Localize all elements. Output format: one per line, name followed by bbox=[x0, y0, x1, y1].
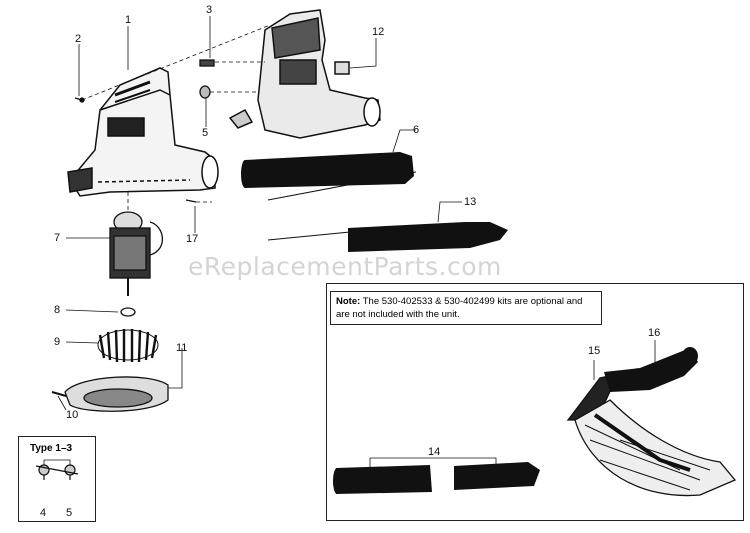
callout-2: 2 bbox=[75, 33, 82, 45]
callout-12: 12 bbox=[372, 26, 385, 38]
leader-lines bbox=[43, 16, 656, 470]
callout-3: 3 bbox=[206, 4, 213, 16]
assembly-lines bbox=[81, 24, 271, 212]
optional-kit-panel bbox=[326, 283, 744, 521]
type-1-3-parts bbox=[35, 464, 79, 480]
callout-13: 13 bbox=[464, 196, 477, 208]
collection-bag bbox=[566, 373, 737, 497]
callout-5: 5 bbox=[202, 127, 209, 139]
callout-17: 17 bbox=[186, 233, 199, 245]
callout-1: 1 bbox=[125, 14, 132, 26]
callout-7: 7 bbox=[54, 232, 61, 244]
blower-housing-right bbox=[228, 9, 381, 139]
note-prefix: Note: bbox=[336, 296, 361, 307]
impeller-cover bbox=[64, 376, 169, 412]
motor bbox=[109, 211, 164, 296]
impeller bbox=[97, 329, 159, 363]
blower-tube bbox=[241, 152, 417, 201]
washer bbox=[120, 307, 136, 317]
elbow-tube bbox=[604, 347, 698, 392]
callout-16: 16 bbox=[648, 327, 661, 339]
vacuum-tubes bbox=[333, 462, 540, 494]
concentrator-nozzle bbox=[267, 222, 508, 252]
type-1-3-panel bbox=[18, 436, 96, 522]
type-callout-4: 4 bbox=[40, 507, 47, 519]
blower-housing-left bbox=[67, 67, 219, 197]
callout-6: 6 bbox=[413, 124, 420, 136]
callout-11: 11 bbox=[176, 342, 188, 354]
watermark: eReplacementParts.com bbox=[188, 252, 502, 281]
callout-10: 10 bbox=[66, 409, 79, 421]
small-screws bbox=[74, 59, 215, 203]
callout-14: 14 bbox=[428, 446, 441, 458]
note-body: The 530-402533 & 530-402499 kits are opt… bbox=[336, 296, 583, 320]
type-callout-5: 5 bbox=[66, 507, 73, 519]
type-1-3-label: Type 1–3 bbox=[30, 443, 73, 454]
cover-screw bbox=[51, 391, 67, 397]
optional-kit-note: Note: The 530-402533 & 530-402499 kits a… bbox=[330, 291, 602, 325]
callout-9: 9 bbox=[54, 336, 61, 348]
callout-8: 8 bbox=[54, 304, 61, 316]
callout-15: 15 bbox=[588, 345, 601, 357]
